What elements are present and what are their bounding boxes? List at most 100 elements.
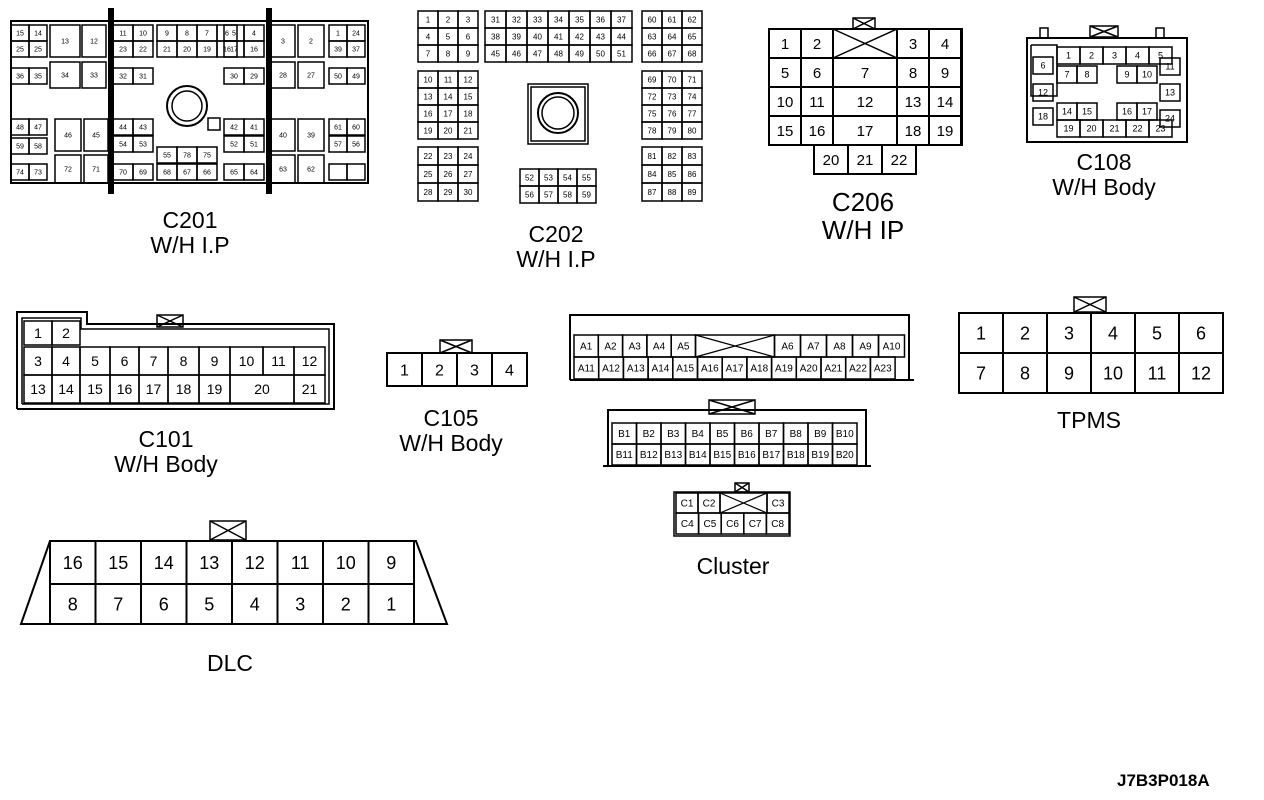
- pin-number: 16: [1122, 107, 1132, 117]
- pin-number: 4: [505, 362, 514, 379]
- pin-number: 15: [1082, 107, 1092, 117]
- pin-number: 40: [279, 133, 287, 140]
- c206-label: C206 W/H IP: [822, 188, 904, 244]
- pin-cell: [297, 154, 325, 184]
- tpms-label: TPMS: [1057, 408, 1121, 433]
- pin-number: 6: [225, 31, 229, 38]
- pin-number: 8: [185, 31, 189, 38]
- pin-number: 3: [470, 362, 479, 379]
- pin-cell: [681, 121, 703, 140]
- pin-number: A7: [807, 342, 820, 353]
- pin-number: 22: [424, 152, 433, 161]
- pin-number: 6: [1040, 61, 1045, 71]
- pin-number: 34: [61, 73, 69, 80]
- pin-number: 70: [119, 170, 127, 177]
- pin-number: B10: [836, 429, 854, 440]
- pin-cell: [196, 146, 218, 164]
- pin-number: 8: [909, 65, 917, 82]
- pin-number: 37: [617, 15, 626, 24]
- pin-number: 9: [386, 553, 396, 573]
- pin-number: 42: [230, 125, 238, 132]
- pin-number: 1: [781, 36, 789, 53]
- pin-number: 16: [424, 109, 433, 118]
- pin-number: B1: [618, 429, 631, 440]
- c101-sub: W/H Body: [114, 451, 218, 477]
- pin-number: 11: [119, 31, 126, 38]
- pin-number: 72: [648, 92, 657, 101]
- lock-tab: [209, 520, 247, 541]
- pin-number: 31: [139, 74, 147, 81]
- pin-cell: [297, 61, 325, 89]
- pin-number: 8: [68, 594, 78, 614]
- pin-number: 61: [668, 15, 677, 24]
- pin-cell: [346, 67, 366, 85]
- pin-number: 11: [1148, 363, 1167, 383]
- pin-number: C3: [772, 499, 785, 510]
- pin-number: 24: [352, 31, 360, 38]
- pin-number: A13: [627, 364, 645, 375]
- pin-number: 69: [139, 170, 147, 177]
- pin-number: 3: [1064, 323, 1074, 343]
- pin-number: B5: [716, 429, 729, 440]
- pin-number: 46: [64, 133, 72, 140]
- pin-number: 83: [688, 152, 697, 161]
- pin-number: B8: [790, 429, 803, 440]
- pin-number: 89: [688, 188, 697, 197]
- pin-number: 49: [352, 74, 360, 81]
- pin-number: 19: [207, 381, 223, 397]
- pin-number: 39: [307, 133, 315, 140]
- pin-number: A1: [580, 342, 593, 353]
- pin-number: 36: [16, 74, 24, 81]
- pin-cell: [491, 352, 528, 387]
- pin-number: 5: [91, 353, 99, 369]
- pin-number: 12: [302, 353, 318, 369]
- c201-key: [207, 117, 221, 131]
- pin-number: 16: [809, 123, 826, 140]
- pin-cell: [928, 115, 962, 146]
- pin-number: 34: [554, 15, 563, 24]
- pin-number: 77: [688, 109, 697, 118]
- lock-tab: [852, 17, 876, 30]
- pin-cell: [81, 61, 107, 89]
- c202-center-bolt: [537, 92, 579, 134]
- pin-cell: [132, 118, 154, 136]
- lock-tab-cross: [1089, 25, 1119, 38]
- pin-number: 55: [582, 173, 591, 182]
- pin-number: B13: [664, 450, 682, 461]
- pin-number: 52: [525, 173, 534, 182]
- pin-number: 9: [941, 65, 949, 82]
- pin-number: 41: [250, 125, 258, 132]
- lock-tab: [734, 482, 750, 493]
- pin-number: 15: [108, 553, 128, 573]
- c202-label: C202 W/H I.P: [516, 222, 595, 272]
- pin-number: 33: [90, 73, 98, 80]
- pin-number: 59: [16, 144, 24, 151]
- pin-number: 6: [159, 594, 169, 614]
- pin-number: 9: [1064, 363, 1074, 383]
- pin-number: C1: [681, 499, 694, 510]
- pin-number: A17: [726, 364, 744, 375]
- pin-number: 50: [334, 74, 342, 81]
- pin-number: B2: [643, 429, 656, 440]
- c201-sub: W/H I.P: [150, 232, 230, 258]
- pin-number: 13: [905, 94, 922, 111]
- pin-number: 65: [230, 170, 238, 177]
- pin-number: 39: [512, 32, 521, 41]
- pin-number: 51: [617, 49, 626, 58]
- lock-tab-frame: [156, 314, 184, 328]
- pin-cell: [81, 24, 107, 58]
- pin-number: A16: [701, 364, 719, 375]
- pin-number: 72: [64, 167, 72, 174]
- pin-number: 15: [16, 31, 24, 38]
- pin-cell: [270, 61, 296, 89]
- pin-number: 65: [688, 32, 697, 41]
- pin-cell: [132, 135, 154, 153]
- pin-number: 62: [307, 167, 315, 174]
- pin-number: 38: [491, 32, 500, 41]
- lock-tab: [1073, 296, 1107, 313]
- pin-number: 9: [211, 353, 219, 369]
- lock-tab-frame: [734, 482, 750, 493]
- pin-number: 2: [435, 362, 444, 379]
